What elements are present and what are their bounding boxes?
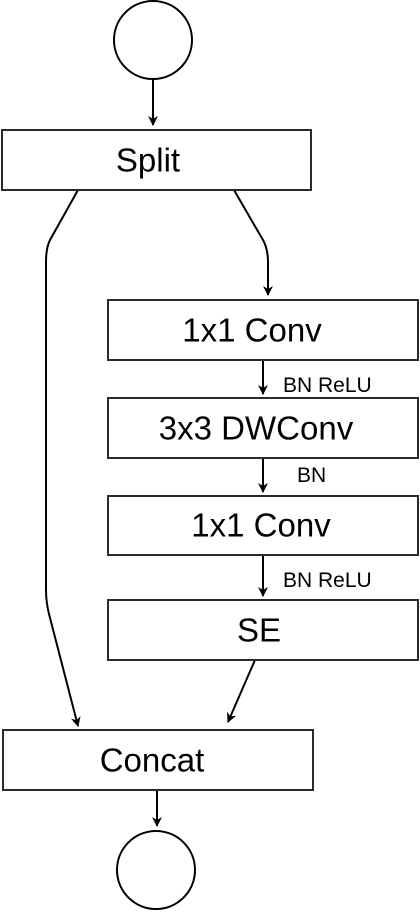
concat-label: Concat: [100, 742, 205, 779]
conv2-box: 1x1 Conv: [107, 495, 419, 556]
edge-split-to-concat: [45, 189, 81, 727]
split-label: Split: [116, 142, 180, 179]
dwconv-label: 3x3 DWConv: [159, 410, 354, 447]
se-box: SE: [107, 599, 419, 661]
edge-label-conv2-to-se: BN ReLU: [283, 569, 372, 592]
dwconv-box: 3x3 DWConv: [107, 397, 419, 459]
conv1-box: 1x1 Conv: [107, 299, 419, 361]
edge-label-conv1-to-dwconv: BN ReLU: [283, 374, 372, 397]
conv1-label: 1x1 Conv: [182, 312, 322, 349]
conv2-label: 1x1 Conv: [191, 507, 331, 544]
edge-split-to-conv1: [233, 189, 273, 296]
se-label: SE: [237, 612, 281, 649]
edge-label-dwconv-to-conv2: BN: [297, 464, 326, 487]
edge-se-to-concat: [227, 659, 256, 723]
input-node: [113, 0, 193, 80]
output-node: [116, 830, 196, 910]
split-box: Split: [1, 129, 312, 191]
concat-box: Concat: [2, 729, 314, 791]
